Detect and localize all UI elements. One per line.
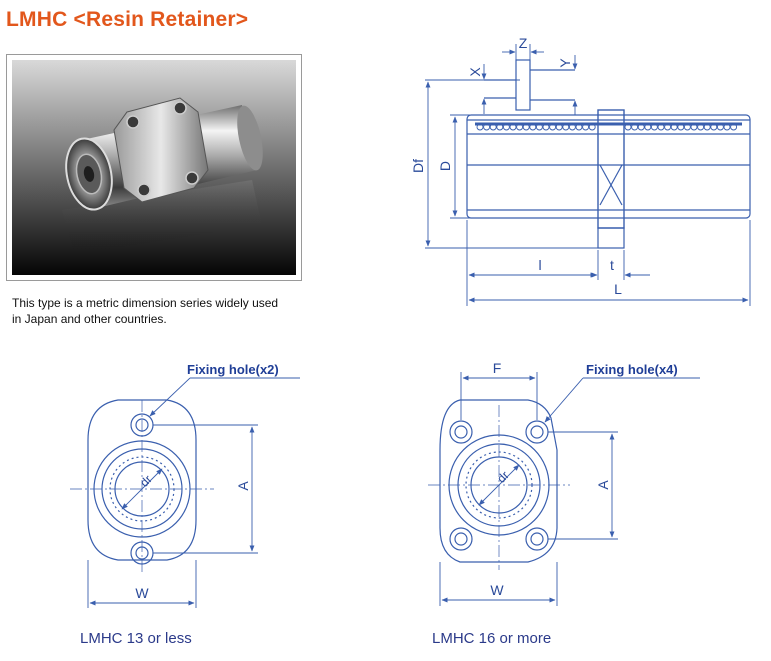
fixing-hole-bottom-right bbox=[525, 527, 549, 551]
flange-lower-tab bbox=[597, 227, 625, 249]
retainer-ball bbox=[535, 123, 543, 131]
retainer-ball bbox=[489, 123, 497, 131]
bearing-photo-image bbox=[12, 60, 296, 275]
bearing-body-outline bbox=[466, 114, 751, 219]
retainer-ball bbox=[631, 123, 639, 131]
dim-a-label-large: A bbox=[595, 480, 611, 490]
retainer-ball bbox=[588, 123, 596, 131]
retainer-ball bbox=[582, 123, 590, 131]
description-line-1: This type is a metric dimension series w… bbox=[12, 296, 279, 310]
retainer-ball bbox=[476, 123, 484, 131]
retainer-ball bbox=[568, 123, 576, 131]
retainer-ball bbox=[555, 123, 563, 131]
flange-outline-small bbox=[87, 399, 197, 561]
retainer-ball bbox=[697, 123, 705, 131]
retainer-ball bbox=[650, 123, 658, 131]
dim-df-label: Df bbox=[410, 159, 426, 173]
fixing-hole-top-right bbox=[525, 420, 549, 444]
dim-a-label-small: A bbox=[235, 481, 251, 491]
retainer-ball bbox=[496, 123, 504, 131]
retainer-ball bbox=[562, 123, 570, 131]
retainer-ball bbox=[624, 123, 632, 131]
fixing-hole-label-large: Fixing hole(x4) bbox=[586, 362, 678, 377]
page-title: LMHC <Resin Retainer> bbox=[6, 8, 249, 31]
retainer-ball bbox=[509, 123, 517, 131]
side-view-dimensions bbox=[425, 44, 751, 306]
retainer-ball bbox=[502, 123, 510, 131]
retainer-ball bbox=[703, 123, 711, 131]
retainer-ball bbox=[670, 123, 678, 131]
caption-small: LMHC 13 or less bbox=[80, 630, 192, 647]
description: This type is a metric dimension series w… bbox=[12, 295, 312, 327]
dim-w-label-large: W bbox=[490, 582, 504, 598]
retainer-ball bbox=[575, 123, 583, 131]
retainer-ball bbox=[677, 123, 685, 131]
dim-l-large-label: L bbox=[614, 281, 622, 297]
retainer-ball bbox=[529, 123, 537, 131]
fixing-hole-bottom-left bbox=[449, 527, 473, 551]
fixing-hole-label-small: Fixing hole(x2) bbox=[187, 362, 279, 377]
dim-d-label: D bbox=[437, 161, 453, 171]
retainer-ball bbox=[716, 123, 724, 131]
front-view-small bbox=[70, 399, 214, 575]
retainer-ball bbox=[683, 123, 691, 131]
dim-y-label: Y bbox=[557, 58, 573, 68]
ball-retainer bbox=[475, 122, 742, 131]
description-line-2: in Japan and other countries. bbox=[12, 312, 167, 326]
dim-t-label: t bbox=[610, 257, 614, 273]
retainer-ball bbox=[483, 123, 491, 131]
caption-large: LMHC 16 or more bbox=[432, 630, 552, 647]
retainer-ball bbox=[549, 123, 557, 131]
dim-dr-label-large: dr bbox=[494, 468, 511, 485]
retainer-ball bbox=[723, 123, 731, 131]
retainer-ball bbox=[710, 123, 718, 131]
dim-z-label: Z bbox=[519, 35, 528, 51]
dim-f-label: F bbox=[493, 360, 502, 376]
dim-l-small-label: l bbox=[538, 257, 541, 273]
front-view-small-dimensions bbox=[87, 377, 300, 608]
retainer-ball bbox=[730, 123, 738, 131]
retainer-ball bbox=[664, 123, 672, 131]
retainer-ball bbox=[637, 123, 645, 131]
dim-w-label-small: W bbox=[135, 585, 149, 601]
front-view-large-dimensions bbox=[439, 372, 700, 606]
front-view-small-labels: A W dr bbox=[135, 472, 251, 601]
fixing-hole-top-left bbox=[449, 420, 473, 444]
flange-bolt-boss bbox=[515, 59, 531, 111]
side-view-labels: Z X Y Df D l t L bbox=[410, 35, 622, 297]
flange-outline-large bbox=[439, 399, 558, 563]
retainer-ball bbox=[690, 123, 698, 131]
product-photo bbox=[6, 54, 302, 281]
dim-dr-label-small: dr bbox=[137, 472, 154, 489]
retainer-ball bbox=[516, 123, 524, 131]
retainer-ball bbox=[644, 123, 652, 131]
retainer-ball bbox=[657, 123, 665, 131]
dim-x-label: X bbox=[467, 67, 483, 77]
retainer-ball bbox=[542, 123, 550, 131]
side-view-drawing bbox=[466, 59, 751, 249]
retainer-ball bbox=[522, 123, 530, 131]
